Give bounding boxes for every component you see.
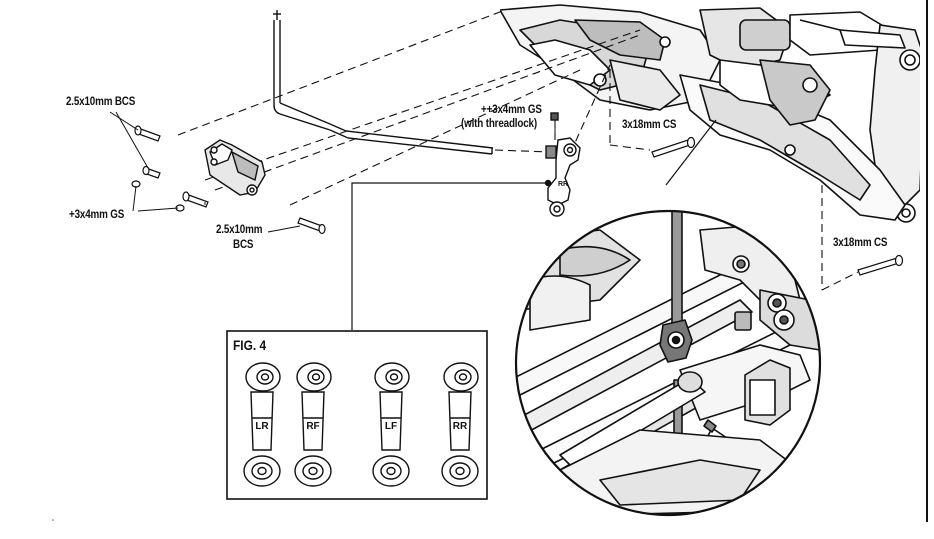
label-gs-right-2: (with threadlock) xyxy=(461,116,537,130)
label-bcs-top: 2.5x10mm BCS xyxy=(66,94,136,108)
sway-bar-mount xyxy=(204,139,266,196)
link-lf: LF xyxy=(372,362,410,487)
link-tag: RR xyxy=(558,181,568,188)
fig4-links: LR RF LF RR xyxy=(243,362,479,487)
link-lr: LR xyxy=(243,362,281,487)
link-code-label: LR xyxy=(255,421,269,432)
label-cs-right: 3x18mm CS xyxy=(833,235,888,249)
label-cs-mid: 3x18mm CS xyxy=(622,117,677,131)
sway-bar xyxy=(273,10,494,155)
chassis-assembly xyxy=(500,4,920,223)
label-gs-left: +3x4mm GS xyxy=(69,207,125,221)
link-code-label: RF xyxy=(306,421,319,432)
label-gs-right-1: ++3x4mm GS xyxy=(481,102,542,116)
link-rf: RF xyxy=(294,362,332,487)
fig4-title: FIG. 4 xyxy=(233,337,267,353)
bcs-screws xyxy=(131,125,326,235)
link-code-label: RR xyxy=(453,421,468,432)
label-bcs-bottom-2: BCS xyxy=(233,237,254,251)
sway-link xyxy=(544,112,581,217)
link-rr: RR xyxy=(441,362,479,487)
label-bcs-bottom-1: 2.5x10mm xyxy=(216,222,263,236)
cs-screws xyxy=(651,136,904,276)
zoom-detail xyxy=(514,209,822,517)
zoom-connector xyxy=(665,119,717,186)
fig-connector xyxy=(351,182,548,330)
link-code-label: LF xyxy=(385,421,397,432)
label-leaders xyxy=(109,111,556,233)
